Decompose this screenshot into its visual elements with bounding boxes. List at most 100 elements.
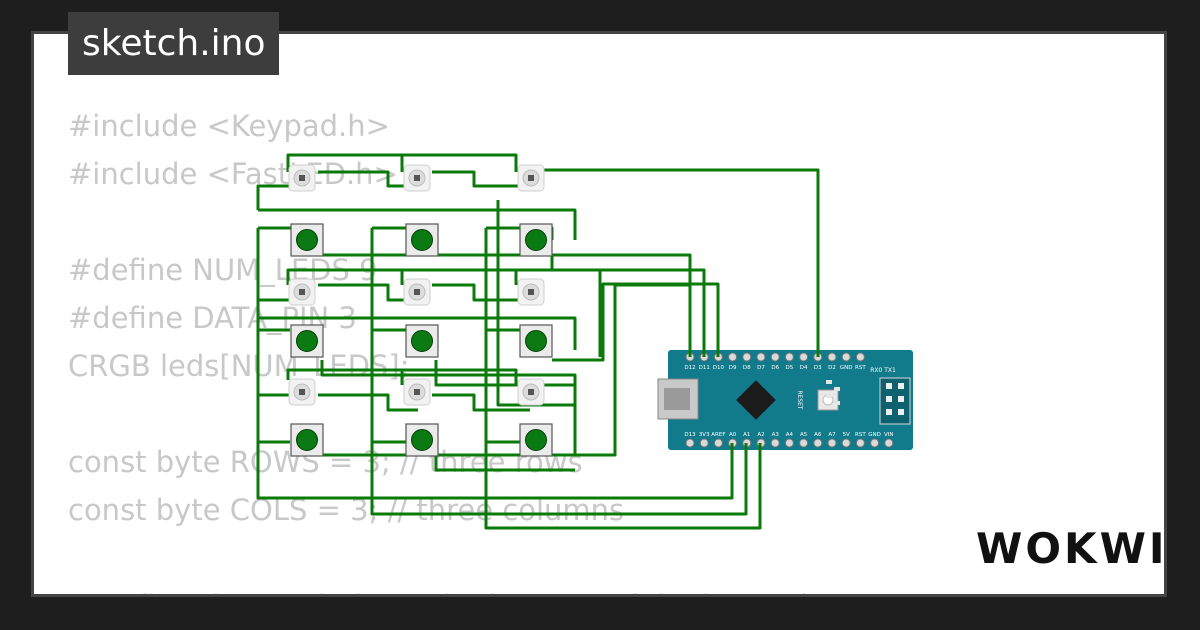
pin-label: RST xyxy=(855,432,866,438)
header-pin xyxy=(685,438,695,448)
neopixel-led xyxy=(517,164,545,192)
header-pin xyxy=(841,352,851,362)
status-led xyxy=(834,401,840,405)
wire xyxy=(286,368,404,385)
pin-label: D12 xyxy=(684,365,695,371)
pin-label: 3V3 xyxy=(699,432,710,438)
code-line: // Define the symbols on the buttons of … xyxy=(68,582,1164,594)
pin-label: A7 xyxy=(828,432,836,438)
neopixel-led xyxy=(288,164,316,192)
pushbutton xyxy=(290,324,324,358)
wire xyxy=(322,253,692,357)
pin-label: AREF xyxy=(711,432,725,438)
pin-label: D9 xyxy=(729,365,737,371)
reset-label: RESET xyxy=(796,390,803,410)
neopixel-led xyxy=(288,378,316,406)
pin-label: VIN xyxy=(884,432,894,438)
neopixel-led xyxy=(517,378,545,406)
serial-label: RX0 TX1 xyxy=(870,367,896,374)
pin-label: D7 xyxy=(757,365,765,371)
wire xyxy=(256,228,290,332)
wire xyxy=(484,440,762,530)
neopixel-led xyxy=(288,278,316,306)
header-pin xyxy=(884,438,894,448)
pin-label: GND xyxy=(840,365,853,371)
neopixel-led xyxy=(517,278,545,306)
header-pin xyxy=(841,438,851,448)
pin-label: A2 xyxy=(757,432,764,438)
wire xyxy=(370,440,748,516)
header-pin xyxy=(784,438,794,448)
neopixel-led xyxy=(403,164,431,192)
file-tab[interactable]: sketch.ino xyxy=(68,12,280,75)
wire xyxy=(258,208,577,240)
pushbutton xyxy=(405,423,439,457)
header-pin xyxy=(742,352,752,362)
neopixel-led xyxy=(403,278,431,306)
wire xyxy=(552,395,577,457)
wire xyxy=(256,393,290,410)
pin-label: D5 xyxy=(786,365,794,371)
pin-label: RST xyxy=(855,365,866,371)
status-led xyxy=(826,394,832,398)
pin-label: D8 xyxy=(743,365,751,371)
wire xyxy=(432,283,530,302)
wire xyxy=(550,255,706,357)
wire xyxy=(256,298,290,318)
pushbutton xyxy=(405,223,439,257)
pin-label: A0 xyxy=(729,432,737,438)
wire xyxy=(318,170,418,188)
wire xyxy=(286,153,404,172)
pin-label: A1 xyxy=(743,432,750,438)
wire xyxy=(432,393,530,412)
pin-label: D13 xyxy=(684,432,696,438)
pin-label: 5V xyxy=(843,432,850,438)
wire xyxy=(402,368,518,385)
header-pin xyxy=(784,352,794,362)
wire xyxy=(320,360,577,400)
wire xyxy=(370,330,406,444)
pushbutton xyxy=(290,223,324,257)
wokwi-logo: WOKWI xyxy=(976,524,1168,573)
wire xyxy=(256,330,290,444)
status-led xyxy=(826,380,832,384)
header-pin xyxy=(870,438,880,448)
pin-label: D10 xyxy=(713,365,725,371)
icsp-header xyxy=(879,377,911,425)
wire xyxy=(286,268,404,285)
wire xyxy=(322,283,690,457)
neopixel-led xyxy=(403,378,431,406)
pin-label: A6 xyxy=(814,432,822,438)
wire xyxy=(432,170,530,188)
pin-label: A3 xyxy=(772,432,780,438)
header-pin xyxy=(728,352,738,362)
header-pin xyxy=(813,438,823,448)
pin-label: GND xyxy=(868,432,881,438)
header-pin xyxy=(770,352,780,362)
wire xyxy=(434,455,575,472)
wire xyxy=(552,282,720,362)
pushbutton xyxy=(519,324,553,358)
wire xyxy=(434,360,575,387)
wire xyxy=(318,283,418,302)
pin-label: D11 xyxy=(699,365,710,371)
header-pin xyxy=(756,352,766,362)
header-pin xyxy=(855,352,865,362)
wire xyxy=(496,200,575,407)
pin-label: A4 xyxy=(786,432,794,438)
header-pin xyxy=(799,438,809,448)
status-led xyxy=(834,387,840,391)
wire xyxy=(402,153,518,172)
header-pin xyxy=(799,352,809,362)
pushbutton xyxy=(290,423,324,457)
pushbutton xyxy=(519,423,553,457)
code-line: #include <Keypad.h> xyxy=(68,109,390,143)
pin-label: D6 xyxy=(771,365,779,371)
header-pin xyxy=(713,438,723,448)
header-pin xyxy=(770,438,780,448)
wire xyxy=(256,184,290,210)
wire xyxy=(318,393,418,412)
pin-label: D4 xyxy=(800,365,808,371)
